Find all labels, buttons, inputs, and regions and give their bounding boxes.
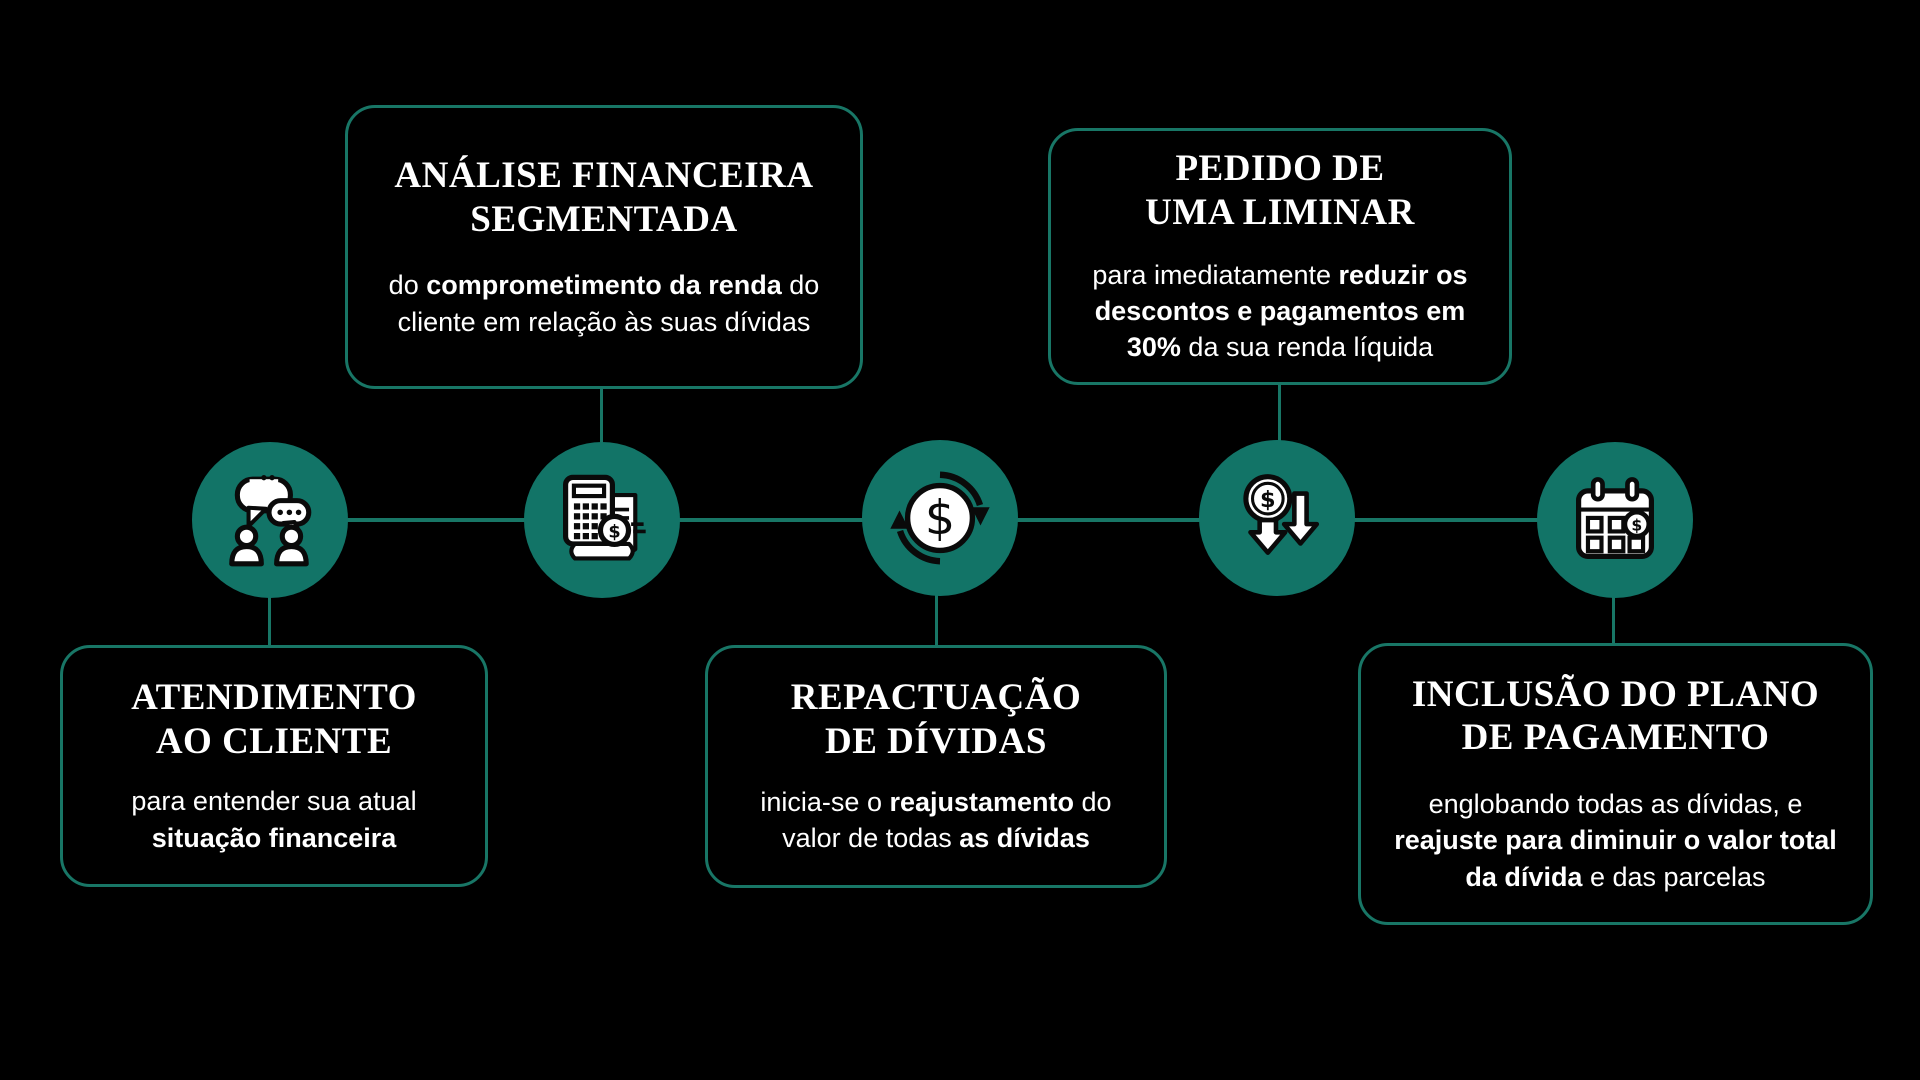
connector-step1 xyxy=(268,596,271,648)
svg-text:$: $ xyxy=(925,491,955,546)
svg-text:$: $ xyxy=(1631,516,1642,534)
step1-description: para entender sua atual situação finance… xyxy=(131,786,417,853)
svg-text:$: $ xyxy=(1260,487,1276,513)
connector-step2 xyxy=(600,387,603,445)
step5-description: englobando todas as dívidas, e reajuste … xyxy=(1394,789,1837,892)
step3-box: REPACTUAÇÃO DE DÍVIDAS inicia-se o reaju… xyxy=(705,645,1167,888)
chat-people-icon xyxy=(229,475,312,567)
step4-box: PEDIDO DE UMA LIMINAR para imediatamente… xyxy=(1048,128,1512,385)
step3-description: inicia-se o reajustamento do valor de to… xyxy=(760,786,1112,854)
step5-circle: $ xyxy=(1537,442,1693,598)
connector-step3 xyxy=(935,594,938,648)
money-reduction-icon: $ xyxy=(1243,474,1320,555)
calculator-receipt-icon: $ xyxy=(563,474,646,561)
step3-circle: $ xyxy=(862,440,1018,596)
step1-title: ATENDIMENTO AO CLIENTE xyxy=(131,676,417,762)
step5-title: INCLUSÃO DO PLANO DE PAGAMENTO xyxy=(1411,673,1820,759)
step4-circle: $ xyxy=(1199,440,1355,596)
step4-title: PEDIDO DE UMA LIMINAR xyxy=(1145,148,1415,233)
step3-title: REPACTUAÇÃO DE DÍVIDAS xyxy=(790,677,1082,763)
step2-box: ANÁLISE FINANCEIRA SEGMENTADA do comprom… xyxy=(345,105,863,389)
step2-circle: $ xyxy=(524,442,680,598)
step1-circle xyxy=(192,442,348,598)
step4-description: para imediatamente reduzir os descontos … xyxy=(1092,259,1468,363)
step5-box: INCLUSÃO DO PLANO DE PAGAMENTO engloband… xyxy=(1358,643,1873,925)
connector-step5 xyxy=(1612,596,1615,646)
step2-title: ANÁLISE FINANCEIRA SEGMENTADA xyxy=(394,154,814,240)
connector-step4 xyxy=(1278,383,1281,443)
step1-box: ATENDIMENTO AO CLIENTE para entender sua… xyxy=(60,645,488,887)
payment-calendar-icon: $ xyxy=(1576,477,1654,559)
step2-description: do comprometimento da renda do cliente e… xyxy=(388,270,820,337)
money-exchange-icon: $ xyxy=(890,471,990,565)
svg-text:$: $ xyxy=(608,523,620,543)
